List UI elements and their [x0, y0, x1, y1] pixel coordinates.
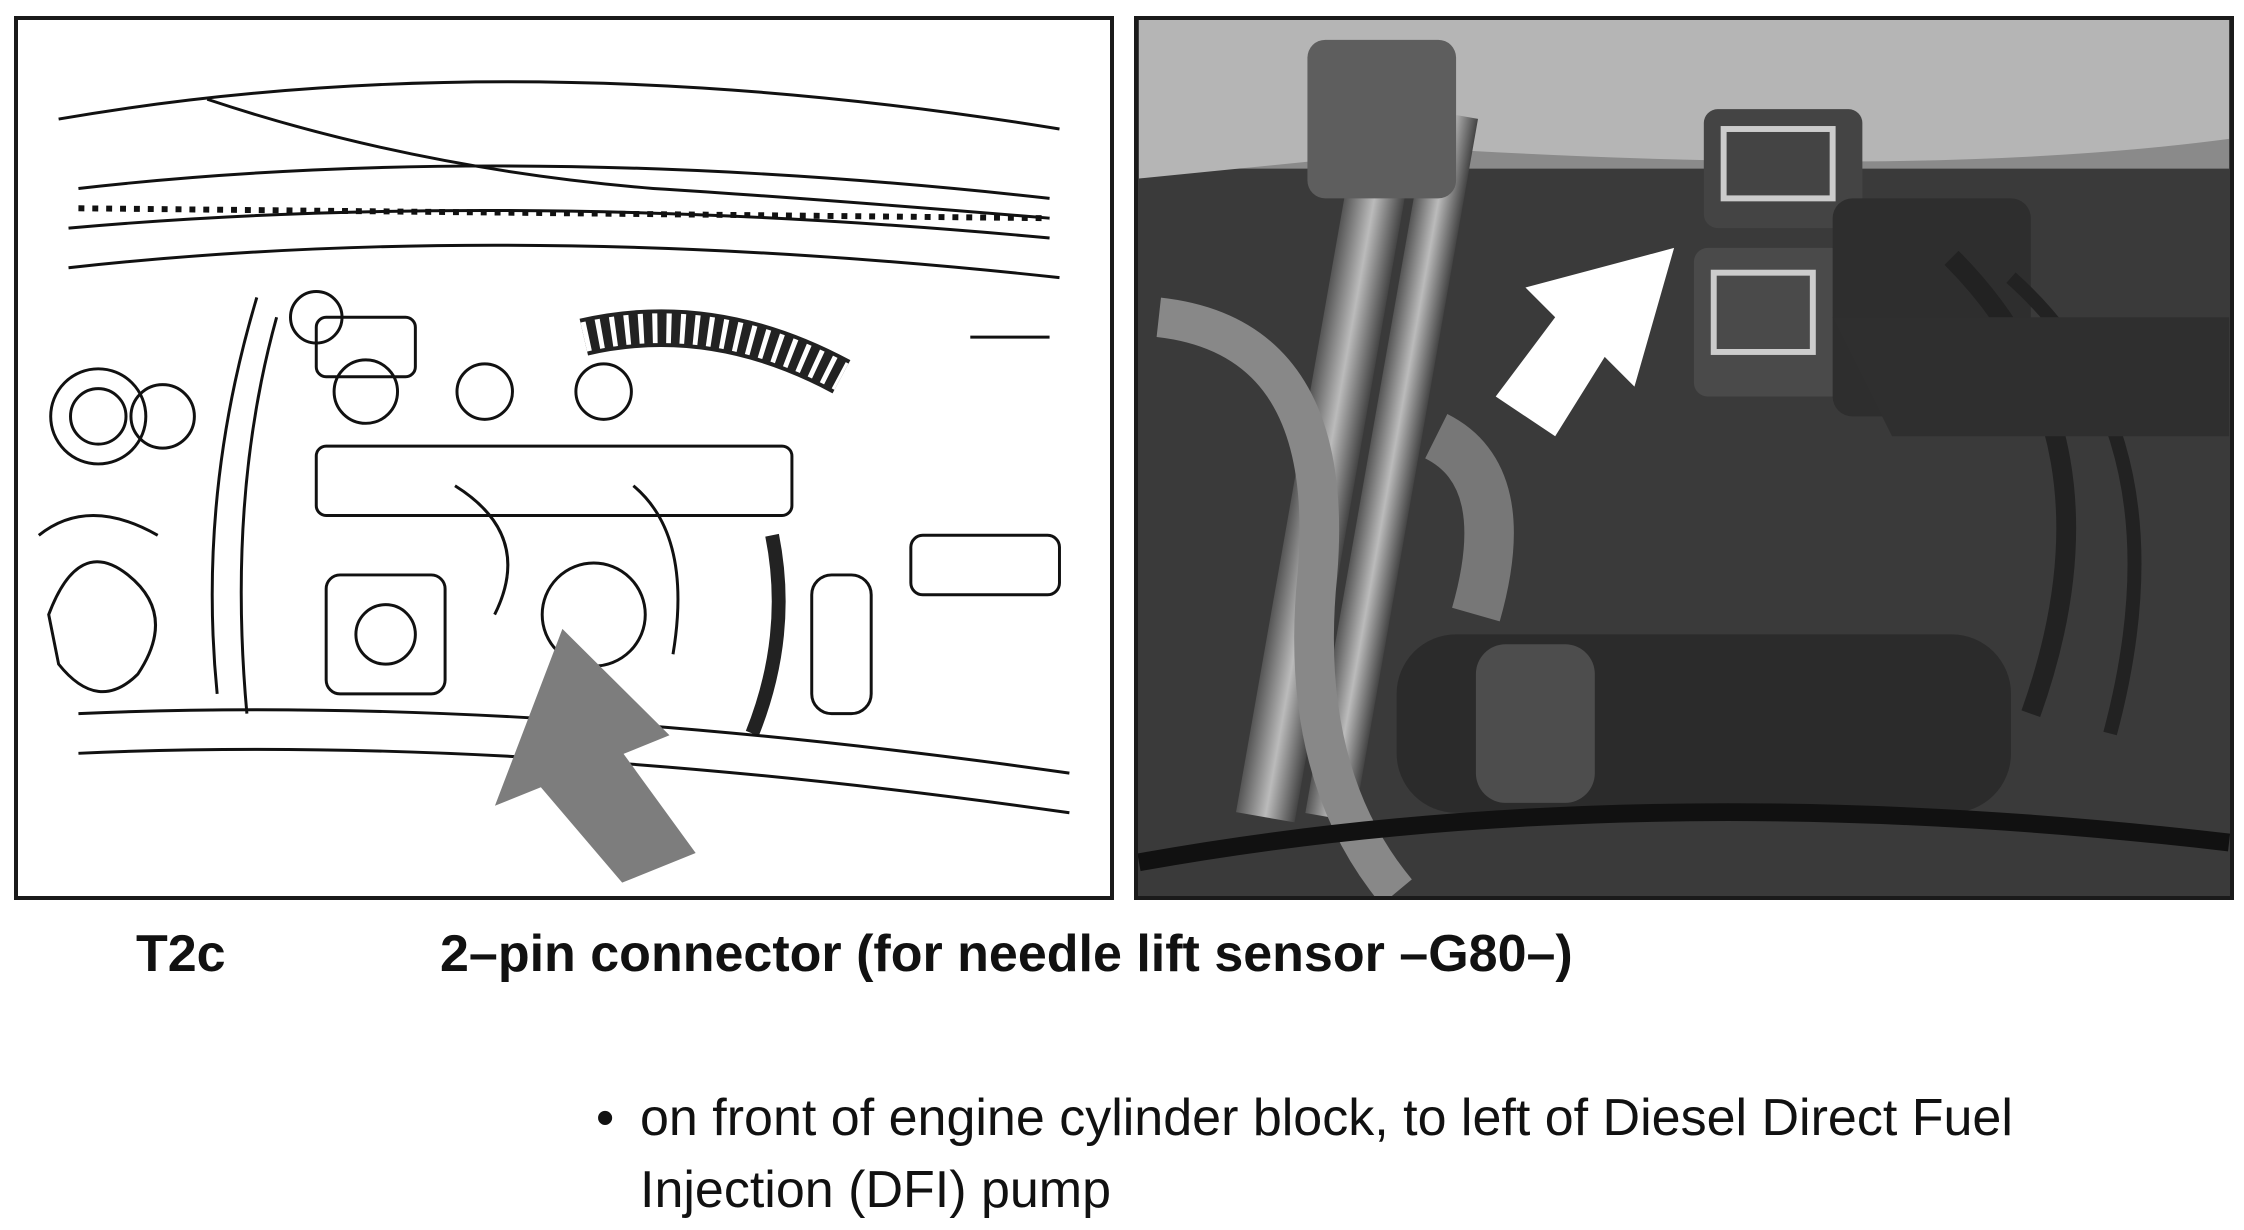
- photo-locator-arrow: [1495, 247, 1675, 437]
- connector-code: T2c: [136, 925, 226, 983]
- location-note: • on front of engine cylinder block, to …: [596, 1082, 2216, 1226]
- bullet-point: •: [596, 1089, 615, 1147]
- location-note-text: on front of engine cylinder block, to le…: [640, 1089, 2013, 1219]
- connector-title: 2–pin connector (for needle lift sensor …: [440, 925, 1573, 983]
- engine-line-drawing: [14, 16, 1114, 900]
- connector-photo-svg: [1138, 20, 2230, 896]
- connector-photo: [1134, 16, 2234, 900]
- drawing-locator-arrow: [494, 628, 696, 883]
- engine-drawing-svg: [37, 80, 1070, 883]
